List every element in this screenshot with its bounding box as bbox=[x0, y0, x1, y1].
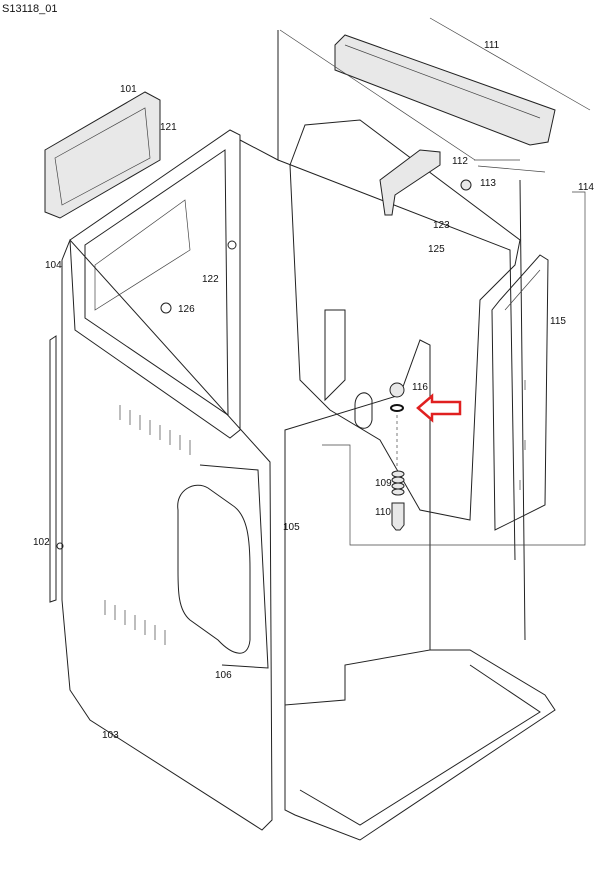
label-113: 113 bbox=[480, 178, 496, 189]
label-123: 123 bbox=[433, 220, 450, 231]
label-105: 105 bbox=[283, 522, 300, 533]
arrow-left-icon bbox=[416, 393, 462, 423]
part-121-panel bbox=[44, 91, 161, 219]
label-110: 110 bbox=[375, 507, 391, 518]
label-126: 126 bbox=[178, 304, 195, 315]
part-105-tank bbox=[289, 119, 521, 521]
label-122: 122 bbox=[202, 274, 219, 285]
label-104: 104 bbox=[45, 260, 62, 271]
part-111-lid bbox=[279, 17, 591, 161]
label-101: 101 bbox=[120, 84, 137, 95]
label-114: 114 bbox=[578, 182, 594, 193]
part-126-grommet bbox=[160, 302, 172, 314]
part-103-side-panel bbox=[61, 239, 273, 831]
drawing-id: S13118_01 bbox=[2, 3, 58, 15]
part-109-spring bbox=[391, 470, 405, 496]
machine-body bbox=[239, 30, 556, 841]
part-113-nut bbox=[460, 179, 472, 191]
label-102: 102 bbox=[33, 537, 50, 548]
part-112-handle bbox=[379, 149, 441, 216]
label-121: 121 bbox=[160, 122, 177, 133]
label-106: 106 bbox=[215, 670, 232, 681]
label-116: 116 bbox=[412, 382, 428, 393]
o-ring-highlighted bbox=[390, 404, 404, 412]
label-103: 103 bbox=[102, 730, 119, 741]
label-111: 111 bbox=[484, 40, 500, 51]
label-109: 109 bbox=[375, 478, 392, 489]
part-102-strip bbox=[49, 335, 64, 603]
label-125: 125 bbox=[428, 244, 445, 255]
part-110-plug bbox=[391, 502, 405, 531]
label-115: 115 bbox=[550, 316, 566, 327]
part-116-valve bbox=[389, 382, 405, 470]
callout-lines bbox=[322, 159, 586, 546]
part-115-side-cover bbox=[491, 254, 549, 531]
label-112: 112 bbox=[452, 156, 468, 167]
